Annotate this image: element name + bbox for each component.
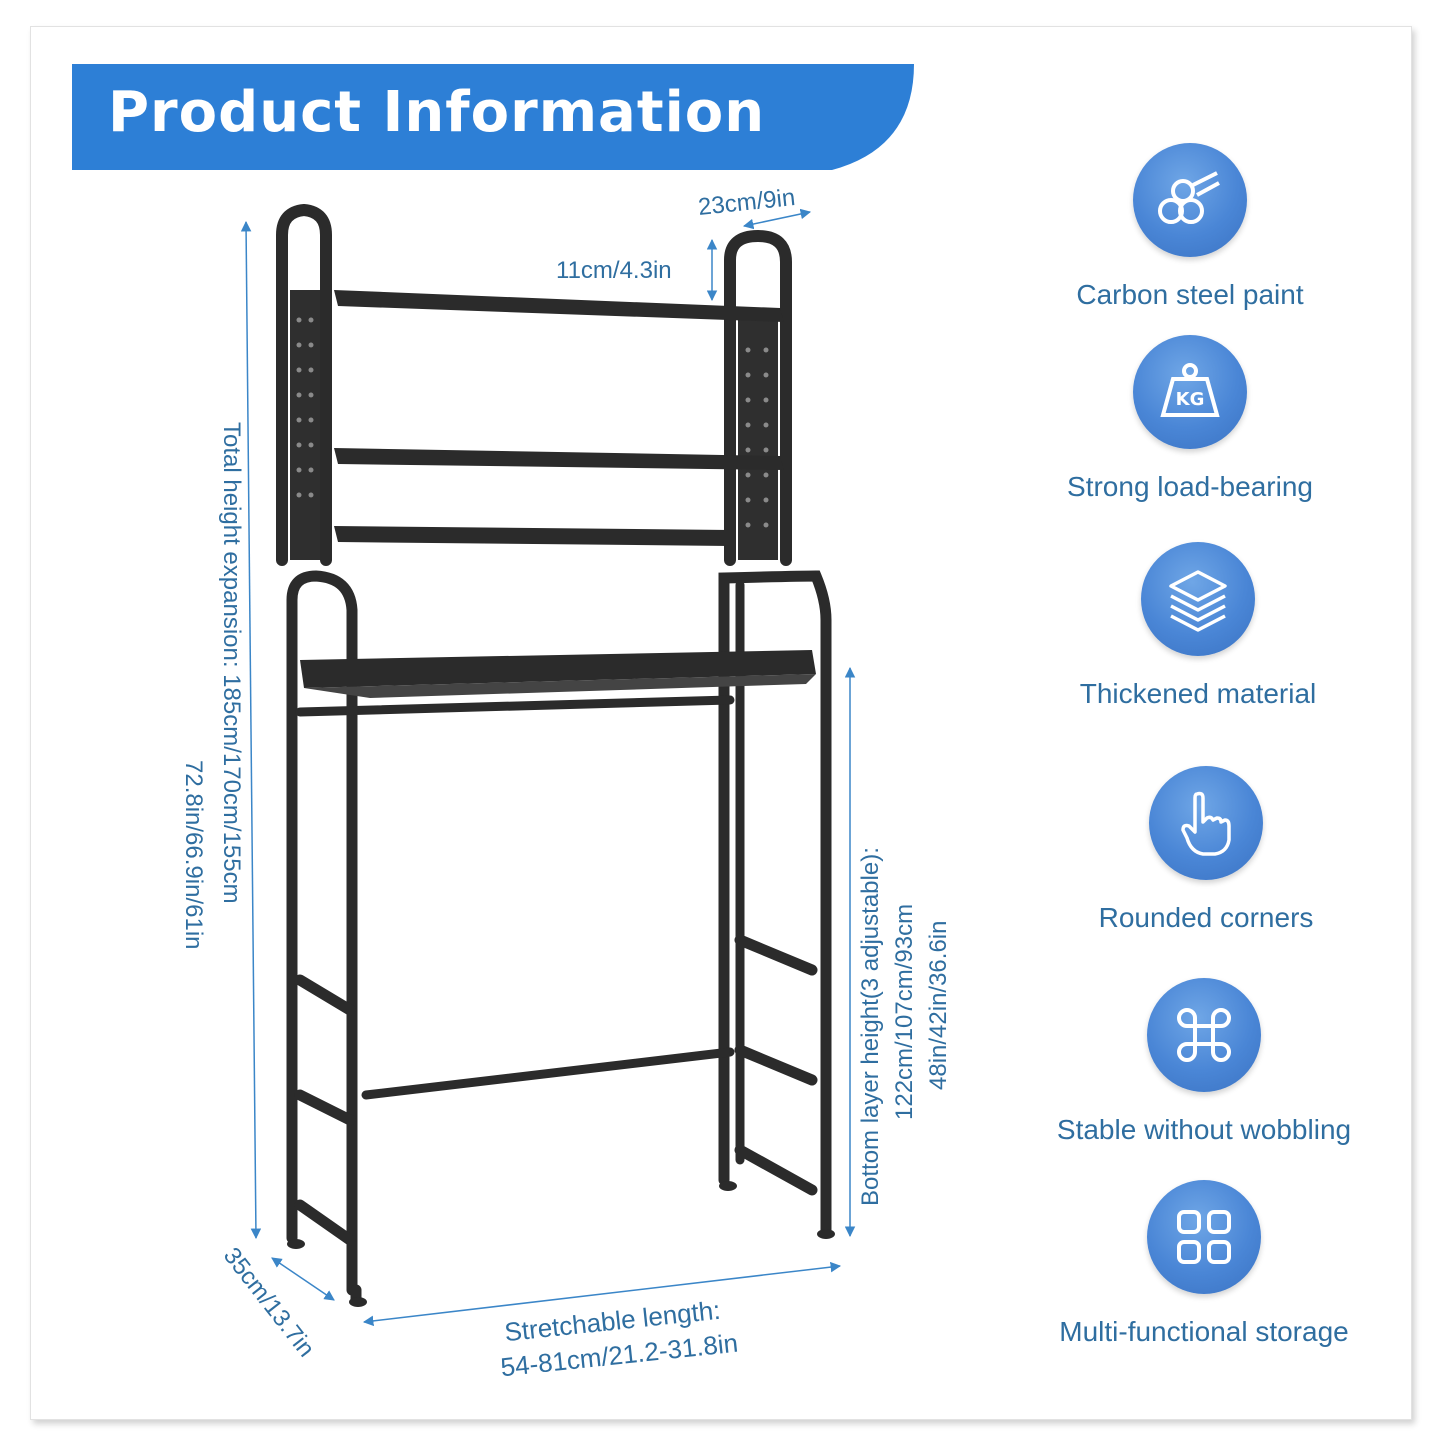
feature-storage: Multi-functional storage [1014, 1180, 1394, 1348]
page-title: Product Information [108, 80, 766, 145]
total-height-label-2: 72.8in/66.9in/61in [180, 760, 207, 950]
feature-label: Rounded corners [1098, 902, 1314, 933]
total-height-label-1: Total height expansion: 185cm/170cm/155c… [218, 422, 245, 904]
feature-label: Thickened material [1079, 678, 1317, 709]
banner-shape [72, 64, 914, 170]
shelf-illustration [240, 203, 856, 1327]
bottom-layer-label-2: 122cm/107cm/93cm [891, 903, 918, 1120]
kg-weight-icon: KG [1133, 335, 1247, 449]
feature-label: Stable without wobbling [1056, 1114, 1352, 1145]
feature-load-bearing: KG Strong load-bearing [1000, 335, 1380, 503]
feature-label: Strong load-bearing [1067, 471, 1313, 502]
feature-rounded-corners: Rounded corners [1016, 766, 1396, 934]
feature-thickened: Thickened material [1008, 542, 1388, 710]
rings-icon [1133, 143, 1247, 257]
command-icon [1147, 978, 1261, 1092]
bottom-layer-label-1: Bottom layer height(3 adjustable): [857, 847, 884, 1206]
top-gap-label: 11cm/4.3in [556, 257, 672, 284]
pointing-hand-icon [1149, 766, 1263, 880]
grid-icon [1147, 1180, 1261, 1294]
header-banner: Product Information [72, 64, 914, 170]
layers-icon [1141, 542, 1255, 656]
feature-label: Carbon steel paint [1076, 279, 1304, 310]
feature-label: Multi-functional storage [1059, 1316, 1349, 1347]
feature-stable: Stable without wobbling [1014, 978, 1394, 1146]
feature-carbon-steel: Carbon steel paint [1000, 143, 1380, 311]
svg-text:KG: KG [1176, 389, 1205, 410]
bottom-layer-label-3: 48in/42in/36.6in [925, 920, 952, 1090]
